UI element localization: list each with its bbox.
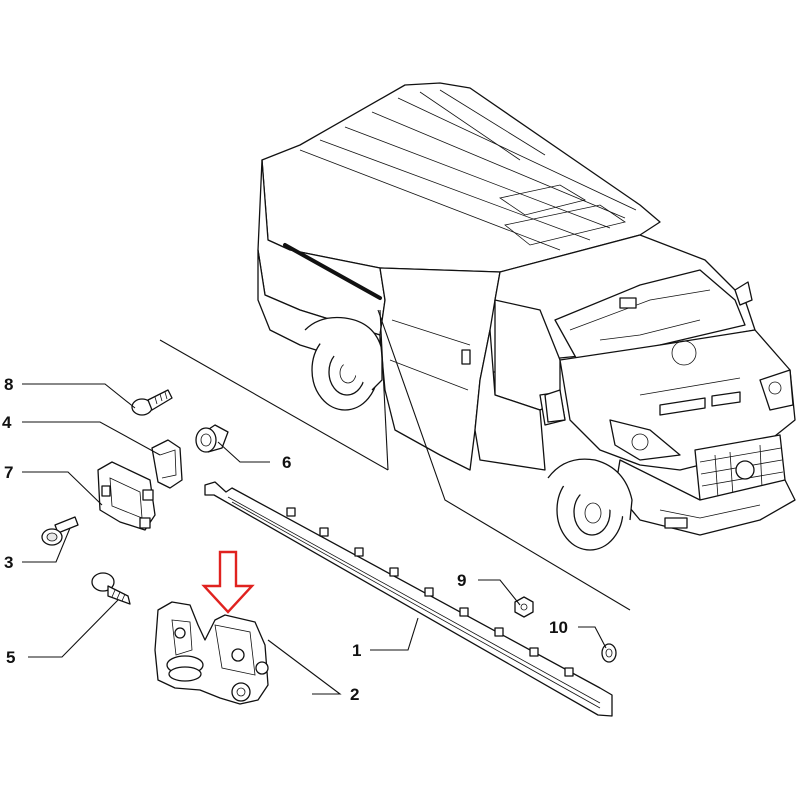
callout-2: 2 [350, 685, 359, 704]
callout-4: 4 [2, 413, 12, 432]
part-10-washer [601, 643, 617, 663]
part-7-guide-block [97, 461, 156, 531]
part-4-clip [151, 439, 183, 489]
part-2-roller-bracket [154, 601, 269, 705]
callout-3: 3 [4, 553, 13, 572]
part-5-bolt [91, 572, 131, 605]
assembly-guide-lines [159, 309, 631, 611]
part-6-bushing [195, 424, 229, 453]
callout-10: 10 [549, 618, 568, 637]
part-8-screw [131, 389, 173, 416]
van-illustration [257, 82, 796, 551]
callout-5: 5 [6, 648, 15, 667]
callout-1: 1 [352, 641, 361, 660]
callout-9: 9 [457, 571, 466, 590]
callout-8: 8 [4, 375, 13, 394]
callout-7: 7 [4, 463, 13, 482]
part-9-nut [514, 596, 534, 618]
callout-6: 6 [282, 453, 291, 472]
part-1-sliding-door-rail [204, 481, 613, 717]
part-3-screw [41, 516, 79, 546]
down-arrow-icon [201, 550, 255, 614]
leader-lines [22, 383, 607, 695]
